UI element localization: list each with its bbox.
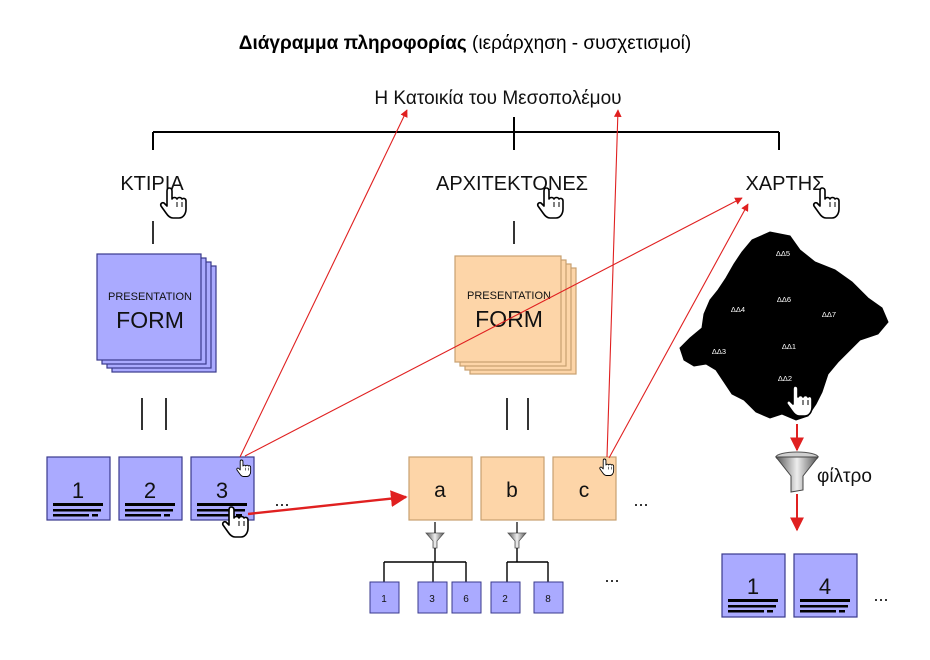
building-card-number: 1 bbox=[72, 478, 84, 503]
sub-card-number: 6 bbox=[463, 594, 469, 605]
presentation-form-buildings[interactable]: PRESENTATION FORM bbox=[96, 253, 217, 373]
presentation-form-line1: PRESENTATION bbox=[108, 291, 192, 303]
category-architects[interactable]: ΑΡΧΙΤΕΚΤΟΝΕΣ bbox=[436, 173, 588, 195]
diagram-title-rest: (ιεράρχηση - συσχετισμοί) bbox=[467, 33, 691, 54]
sub-card-number: 3 bbox=[429, 594, 435, 605]
sub-card-number: 1 bbox=[381, 594, 387, 605]
double-bar-buildings bbox=[141, 398, 167, 430]
relation-arrow bbox=[606, 109, 622, 458]
ellipsis: ... bbox=[604, 566, 619, 586]
map-district-label: ΔΔ6 bbox=[777, 295, 791, 304]
architect-card-label: c bbox=[579, 479, 590, 502]
ellipsis: ... bbox=[633, 490, 648, 510]
root-label: Η Κατοικία του Μεσοπολέμου bbox=[374, 88, 621, 109]
architect-sub-card[interactable]: 6 bbox=[451, 581, 482, 614]
relation-arrow-strong bbox=[247, 490, 408, 516]
map-district-label: ΔΔ4 bbox=[731, 305, 745, 314]
hierarchy-bracket bbox=[152, 117, 780, 150]
filtered-card-number: 1 bbox=[747, 574, 759, 599]
ellipsis: ... bbox=[873, 585, 888, 605]
building-card[interactable]: 2 bbox=[118, 456, 183, 521]
relation-arrow bbox=[608, 203, 749, 459]
relation-arrow bbox=[239, 109, 408, 458]
building-card[interactable]: 1 bbox=[46, 456, 111, 521]
filter-icon bbox=[507, 522, 527, 549]
relation-arrow bbox=[244, 197, 743, 457]
filter-label: φίλτρο bbox=[817, 466, 872, 487]
architect-sub-card[interactable]: 3 bbox=[417, 581, 448, 614]
map-district-label: ΔΔ2 bbox=[778, 374, 792, 383]
architect-sub-card[interactable]: 2 bbox=[490, 581, 521, 614]
filter-funnel-icon bbox=[774, 451, 820, 493]
relation-arrows bbox=[239, 109, 749, 459]
presentation-form-architects[interactable]: PRESENTATION FORM bbox=[454, 255, 577, 375]
map-district-label: ΔΔ7 bbox=[822, 310, 836, 319]
building-card-number: 3 bbox=[216, 478, 228, 503]
architect-card[interactable]: a bbox=[408, 456, 473, 521]
architect-card[interactable]: b bbox=[480, 456, 545, 521]
building-card-number: 2 bbox=[144, 478, 156, 503]
category-buildings[interactable]: ΚΤΙΡΙΑ bbox=[120, 173, 184, 195]
filtered-card-number: 4 bbox=[819, 574, 831, 599]
map-region[interactable]: ΔΔ5 ΔΔ4 ΔΔ6 ΔΔ7 ΔΔ3 ΔΔ1 ΔΔ2 bbox=[679, 231, 889, 421]
diagram-title: Διάγραμμα πληροφορίας (ιεράρχηση - συσχε… bbox=[239, 33, 691, 54]
ellipsis: ... bbox=[274, 490, 289, 510]
architect-card-label: b bbox=[506, 479, 518, 502]
map-district-label: ΔΔ3 bbox=[712, 347, 726, 356]
map-district-label: ΔΔ5 bbox=[776, 249, 790, 258]
diagram-title-bold: Διάγραμμα πληροφορίας bbox=[239, 33, 467, 54]
map-district-label: ΔΔ1 bbox=[782, 342, 796, 351]
presentation-form-line1: PRESENTATION bbox=[467, 290, 551, 302]
filtered-card[interactable]: 4 bbox=[793, 553, 858, 618]
sub-bracket bbox=[383, 548, 549, 582]
architect-sub-card[interactable]: 8 bbox=[533, 581, 564, 614]
architect-card-label: a bbox=[434, 479, 446, 502]
filter-icon bbox=[425, 522, 445, 549]
filtered-card[interactable]: 1 bbox=[721, 553, 786, 618]
sub-card-number: 2 bbox=[502, 594, 508, 605]
sub-card-number: 8 bbox=[545, 594, 551, 605]
category-map[interactable]: ΧΑΡΤΗΣ bbox=[745, 173, 824, 195]
double-bar-architects bbox=[506, 398, 529, 430]
architect-sub-card[interactable]: 1 bbox=[369, 581, 400, 614]
presentation-form-line2: FORM bbox=[116, 307, 184, 333]
